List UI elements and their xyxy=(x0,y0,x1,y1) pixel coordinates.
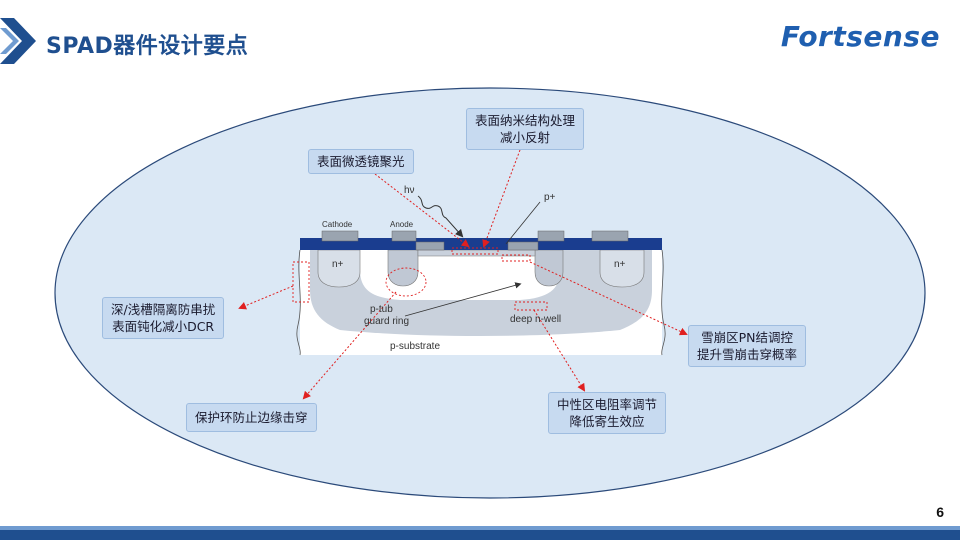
label-p-substrate: p-substrate xyxy=(390,341,441,352)
callout-avalanche-line2: 提升雪崩击穿概率 xyxy=(697,347,798,362)
anode-contact xyxy=(391,230,417,242)
arrow-nano xyxy=(482,149,521,248)
callout-isolation-line1: 深/浅槽隔离防串扰 xyxy=(111,302,216,317)
photon-wave xyxy=(417,195,464,238)
guard-ring-pointer xyxy=(404,282,522,317)
callout-neutral-line2: 降低寄生效应 xyxy=(569,414,645,429)
guard-ring-right xyxy=(534,249,564,287)
callout-microlens-text: 表面微透镜聚光 xyxy=(317,154,405,169)
label-anode: Anode xyxy=(390,220,414,229)
callout-microlens: 表面微透镜聚光 xyxy=(308,149,414,174)
anode-contact-right-b xyxy=(537,230,565,242)
anode-contact-right xyxy=(507,241,539,251)
callout-nano-line2: 减小反射 xyxy=(500,130,551,145)
callout-avalanche: 雪崩区PN结调控 提升雪崩击穿概率 xyxy=(688,325,807,367)
label-n-plus-left: n+ xyxy=(332,259,344,270)
cathode-contact-left xyxy=(321,230,359,242)
passivation-layer xyxy=(300,238,662,250)
footer-accent-bar xyxy=(0,526,960,530)
callout-isolation-line2: 表面钝化减小DCR xyxy=(112,319,215,334)
n-plus-left-well xyxy=(317,249,361,288)
callout-avalanche-line1: 雪崩区PN结调控 xyxy=(701,330,793,345)
callout-neutral-line1: 中性区电阻率调节 xyxy=(557,397,658,412)
anode-contact-b xyxy=(415,241,445,251)
highlight-guard-ring xyxy=(385,267,427,297)
callout-guard-ring-text: 保护环防止边缘击穿 xyxy=(195,410,308,425)
callout-guard-ring: 保护环防止边缘击穿 xyxy=(186,403,317,432)
cathode-contact-right xyxy=(591,230,629,242)
highlight-surface xyxy=(451,247,499,255)
label-cathode: Cathode xyxy=(322,220,353,229)
highlight-neutral xyxy=(514,301,548,311)
company-logo: Fortsense xyxy=(780,20,940,53)
callout-isolation: 深/浅槽隔离防串扰 表面钝化减小DCR xyxy=(102,297,225,339)
footer-bar xyxy=(0,530,960,540)
title-chevron-icon xyxy=(0,18,36,64)
callout-nano-line1: 表面纳米结构处理 xyxy=(475,113,576,128)
page-number: 6 xyxy=(936,504,944,520)
label-p-tub: p-tub xyxy=(370,304,393,315)
arrow-avalanche xyxy=(529,261,688,336)
p-plus-layer xyxy=(417,249,536,257)
label-p-plus: p+ xyxy=(544,192,556,203)
substrate-right-edge xyxy=(661,249,666,356)
callout-nano-surface: 表面纳米结构处理 减小反射 xyxy=(466,108,585,150)
substrate-left-edge xyxy=(296,249,301,356)
page-title: SPAD器件设计要点 xyxy=(46,34,249,59)
label-n-plus-right: n+ xyxy=(614,259,626,270)
label-hv: hν xyxy=(404,185,415,196)
highlight-pn xyxy=(501,254,531,262)
label-deep-n-well: deep n-well xyxy=(510,314,562,325)
highlight-isolation xyxy=(292,261,310,303)
label-guard-ring: guard ring xyxy=(364,316,410,327)
arrow-guard-ring xyxy=(302,291,397,400)
callout-neutral: 中性区电阻率调节 降低寄生效应 xyxy=(548,392,667,434)
n-plus-right-well xyxy=(599,249,645,288)
p-plus-pointer xyxy=(505,201,541,245)
arrow-isolation xyxy=(238,285,294,310)
